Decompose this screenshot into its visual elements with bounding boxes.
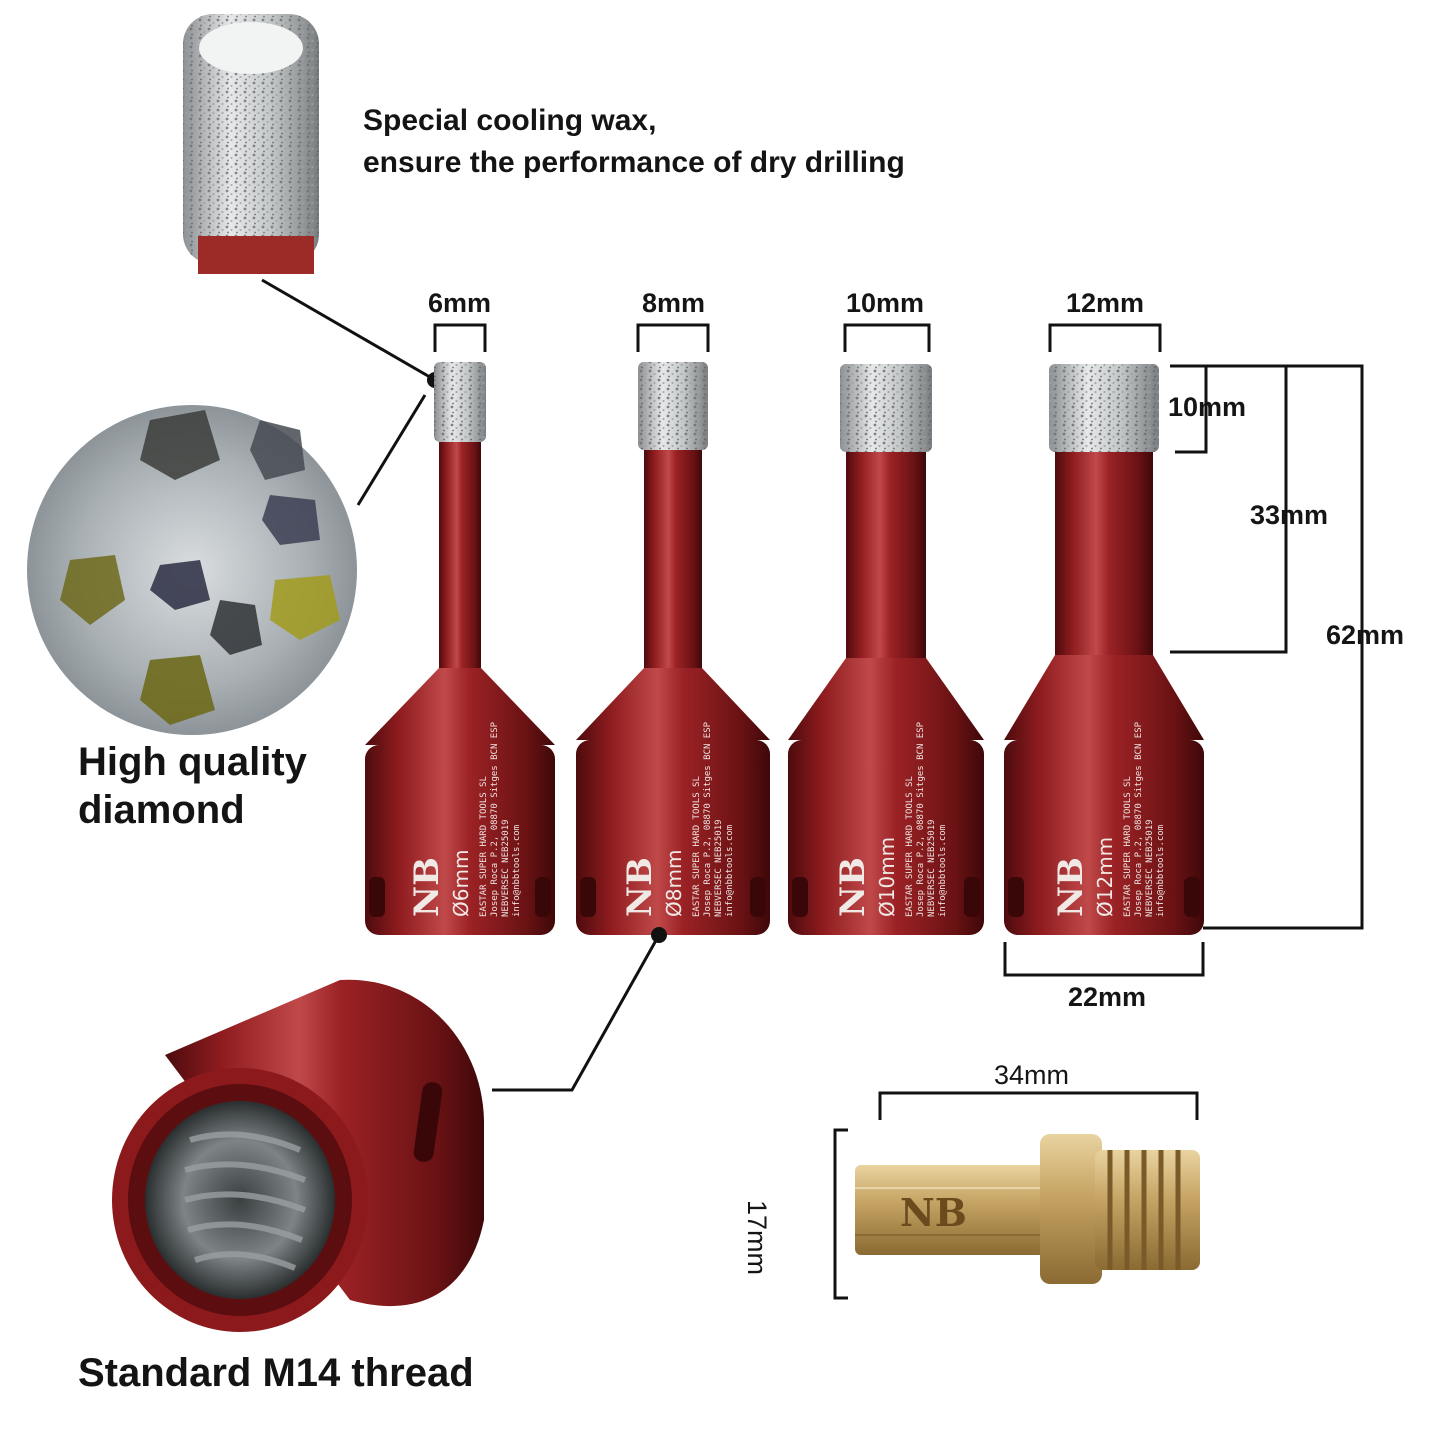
bit-engraving-line: Josep Roca P.2, 08870 Sitges BCN ESP: [490, 721, 500, 917]
segment-height-label: 10mm: [1168, 392, 1247, 422]
bit-cone: [788, 658, 984, 740]
diameter-label-10mm: 10mm: [846, 288, 925, 318]
m14-thread-cup: [112, 979, 484, 1332]
bit-slot: [535, 877, 551, 917]
diameter-label-6mm: 6mm: [428, 288, 492, 318]
bit-engraving-line: Josep Roca P.2, 08870 Sitges BCN ESP: [1134, 721, 1144, 917]
diameter-label-8mm: 8mm: [642, 288, 706, 318]
bit-base: [365, 745, 555, 935]
wax-caption: Special cooling wax, ensure the performa…: [363, 100, 905, 184]
bit-engraving-line: Josep Roca P.2, 08870 Sitges BCN ESP: [916, 721, 926, 917]
bit-slot: [750, 877, 766, 917]
bit-engraving-line: info@nbbtools.com: [512, 825, 522, 917]
adapter-brand-logo: NB: [900, 1190, 967, 1235]
adapter-length-label: 34mm: [994, 1060, 1070, 1090]
bit-engraving-line: EASTAR SUPER HARD TOOLS SL: [905, 776, 915, 917]
bit-slot: [580, 877, 596, 917]
diamond-caption: High quality diamond: [78, 738, 307, 834]
wax-caption-line2: ensure the performance of dry drilling: [363, 146, 905, 179]
bit-diameter-marking: Ø6mm: [449, 850, 473, 917]
bit-engraving-line: info@nbbtools.com: [725, 825, 735, 917]
adapter-height-label: 17mm: [742, 1200, 772, 1276]
bit-slot: [792, 877, 808, 917]
bit-engraving-line: NEBVERSEC NEB25019: [501, 819, 511, 917]
bit-diamond-grit: [434, 362, 486, 442]
bit-slot: [369, 877, 385, 917]
base-width-label: 22mm: [1068, 982, 1147, 1012]
adapter-brackets: [833, 1091, 1199, 1300]
bit-cone: [576, 668, 770, 740]
pointer-line-wax: [261, 278, 436, 382]
diamond-caption-line1: High quality: [78, 740, 307, 784]
bit-engraving-line: info@nbbtools.com: [1156, 825, 1166, 917]
bit-base: [1004, 740, 1204, 935]
bit-slot: [964, 877, 980, 917]
bit-cone: [1004, 655, 1204, 740]
wax-segment-closeup: [183, 14, 319, 274]
bit-diamond-grit: [638, 362, 708, 450]
bit-brand-logo: NB: [620, 857, 660, 917]
shank-length-label: 33mm: [1250, 500, 1329, 530]
bit-diamond-grit: [1049, 364, 1159, 452]
bit-slot: [1184, 877, 1200, 917]
total-length-label: 62mm: [1326, 620, 1405, 650]
bit-brand-logo: NB: [407, 857, 447, 917]
bit-base: [788, 740, 984, 935]
bit-shank: [644, 450, 702, 668]
diameter-brackets: [433, 323, 1162, 352]
bit-engraving-line: EASTAR SUPER HARD TOOLS SL: [692, 776, 702, 917]
bit-shank: [846, 452, 926, 658]
thread-caption: Standard M14 thread: [78, 1351, 474, 1395]
diamond-microscope-image: [27, 405, 357, 735]
bit-diameter-marking: Ø12mm: [1093, 837, 1117, 917]
bit-diamond-grit: [840, 364, 932, 452]
bit-diameter-marking: Ø10mm: [875, 837, 899, 917]
bit-diameter-marking: Ø8mm: [662, 850, 686, 917]
diameter-label-12mm: 12mm: [1066, 288, 1145, 318]
bit-engraving-line: info@nbbtools.com: [938, 825, 948, 917]
bit-base: [576, 740, 770, 935]
bit-slot: [1008, 877, 1024, 917]
hex-adapter: [855, 1134, 1200, 1284]
pointer-line-diamond: [356, 394, 427, 506]
bit-engraving-line: NEBVERSEC NEB25019: [714, 819, 724, 917]
pointer-line-thread: [492, 934, 661, 1092]
diamond-caption-line2: diamond: [78, 788, 245, 832]
bit-shank: [1055, 452, 1153, 655]
bit-shank: [439, 442, 481, 668]
bit-cone: [365, 668, 555, 745]
bit-engraving-line: NEBVERSEC NEB25019: [927, 819, 937, 917]
bit-engraving-line: EASTAR SUPER HARD TOOLS SL: [1123, 776, 1133, 917]
wax-caption-line1: Special cooling wax,: [363, 104, 657, 137]
bit-engraving-line: NEBVERSEC NEB25019: [1145, 819, 1155, 917]
height-brackets: [1003, 364, 1364, 977]
bit-engraving-line: EASTAR SUPER HARD TOOLS SL: [479, 776, 489, 917]
bit-brand-logo: NB: [1051, 857, 1091, 917]
bit-brand-logo: NB: [833, 857, 873, 917]
bit-engraving-line: Josep Roca P.2, 08870 Sitges BCN ESP: [703, 721, 713, 917]
